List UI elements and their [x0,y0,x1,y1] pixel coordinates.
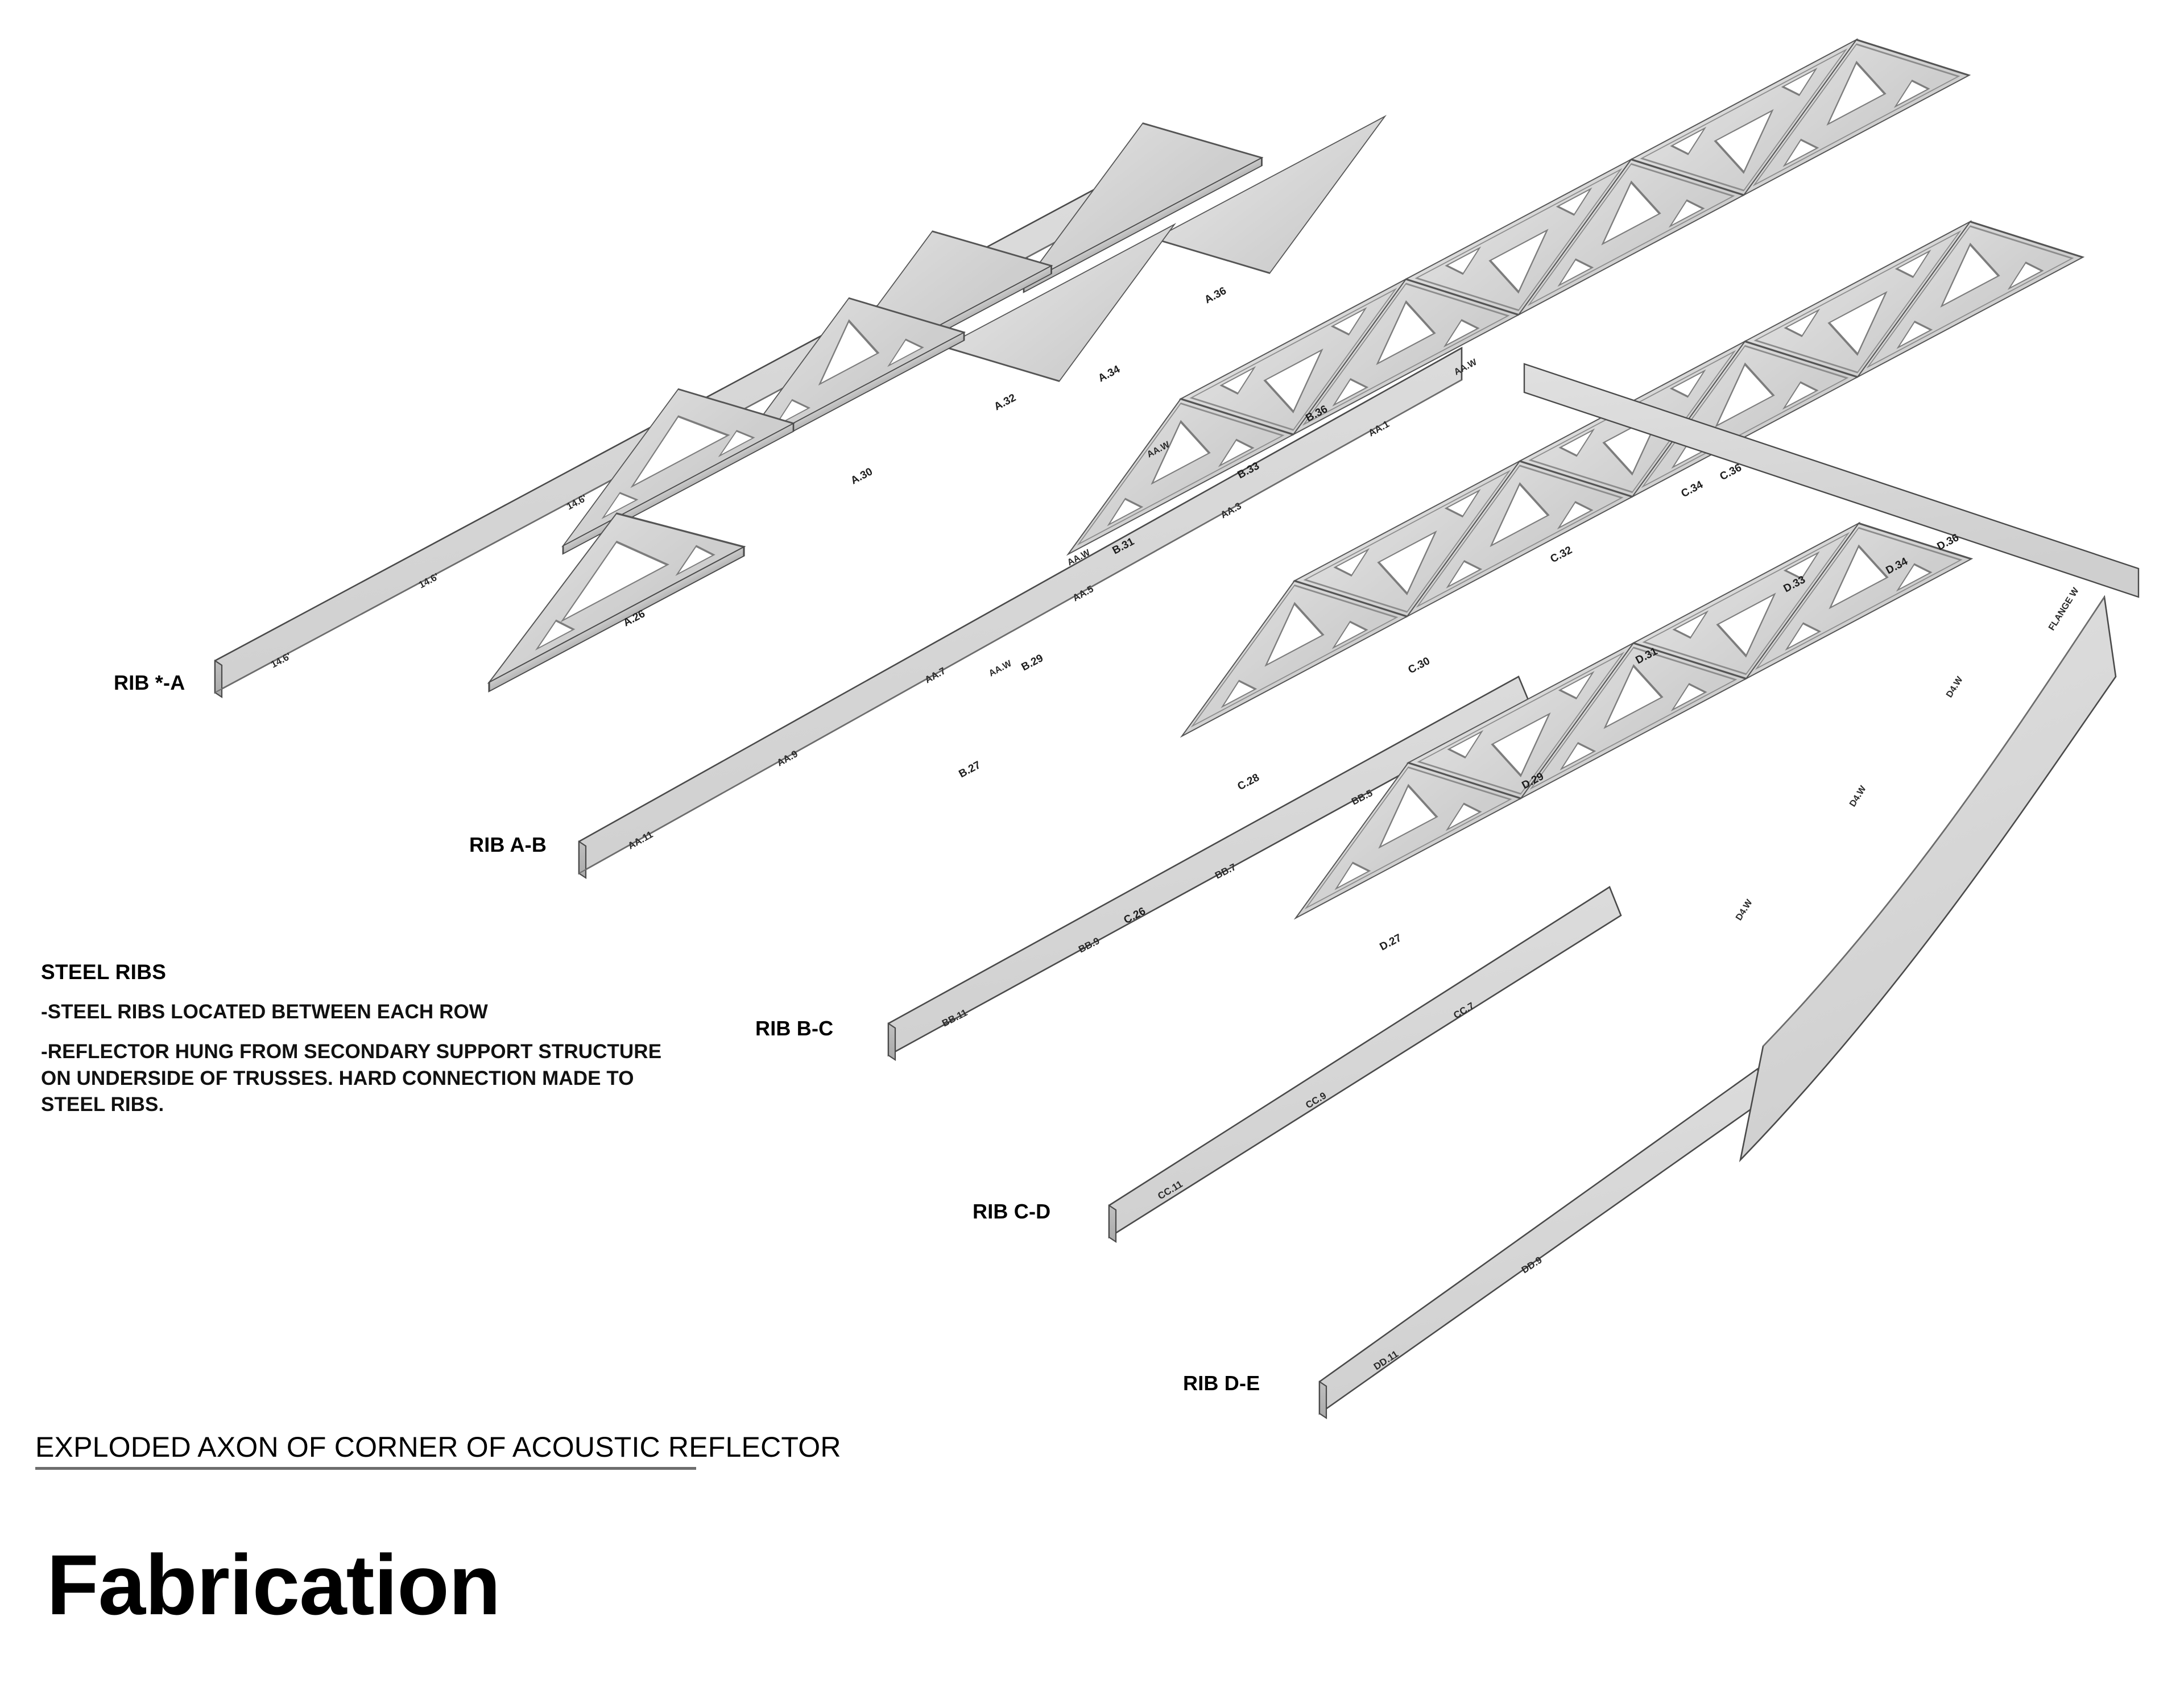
svg-text:D4.W: D4.W [1734,897,1755,922]
assembled-reflector-corner: B.36 B.33 B.31 B.29 B.27 C.36 C.34 C.32 … [957,0,2140,1163]
title-underline [35,1467,696,1470]
notes-bullet-1: -STEEL RIBS LOCATED BETWEEN EACH ROW [41,1000,488,1023]
rib-callout-d-e: RIB D-E [1183,1371,1260,1395]
drawing-title: EXPLODED AXON OF CORNER OF ACOUSTIC REFL… [35,1431,841,1470]
panel-label-a32: A.32 [992,392,1017,413]
panel-label-d27: D.27 [1378,932,1403,953]
panel-label-c34: C.34 [1679,479,1705,500]
rib-strip-a-b: AA.11 AA.9 AA.7 AA.5 AA.3 AA.1 [578,346,1463,880]
rib-strip-d-e: DD.11 DD.9 [1318,1067,1769,1420]
svg-text:FLANGE W: FLANGE W [2047,586,2081,632]
panel-label-b27: B.27 [957,759,982,780]
drawing-title-text: EXPLODED AXON OF CORNER OF ACOUSTIC REFL… [35,1431,841,1463]
panel-label-a30: A.30 [849,466,874,487]
svg-text:D4.W: D4.W [1848,784,1868,809]
panel-label-a34: A.34 [1096,363,1122,385]
svg-text:AA.W: AA.W [987,658,1014,678]
section-heading: Fabrication [47,1537,500,1632]
steel-ribs-notes: STEEL RIBS -STEEL RIBS LOCATED BETWEEN E… [41,960,678,1132]
rib-callout-c-d: RIB C-D [973,1200,1051,1223]
exploded-row-a: A.36 A.34 A.32 A.30 [487,115,1387,693]
panel-label-a36: A.36 [1202,285,1228,306]
rib-strip-b-c: BB.11 BB.9 BB.7 BB.5 [887,675,1531,1062]
panel-label-c32: C.32 [1548,544,1574,565]
panel-label-c28: C.28 [1235,772,1261,793]
rib-strip-c-d: CC.11 CC.9 CC.7 [1108,886,1622,1244]
panel-label-b29: B.29 [1019,652,1045,673]
rib-callout-a-b: RIB A-B [469,833,547,856]
rib-callout-star-a: RIB *-A [114,671,185,694]
panel-label-c30: C.30 [1406,655,1432,676]
notes-bullet-2: -REFLECTOR HUNG FROM SECONDARY SUPPORT S… [41,1041,662,1116]
svg-text:D4.W: D4.W [1945,674,1965,699]
notes-heading: STEEL RIBS [41,960,167,984]
exploded-axon-drawing: 14.6' 14.6' 14.6' 14.6' 14.6' 14.6' AA.1… [214,0,2140,1420]
rib-callout-b-c: RIB B-C [755,1017,834,1040]
panel-label-c36: C.36 [1718,462,1743,483]
